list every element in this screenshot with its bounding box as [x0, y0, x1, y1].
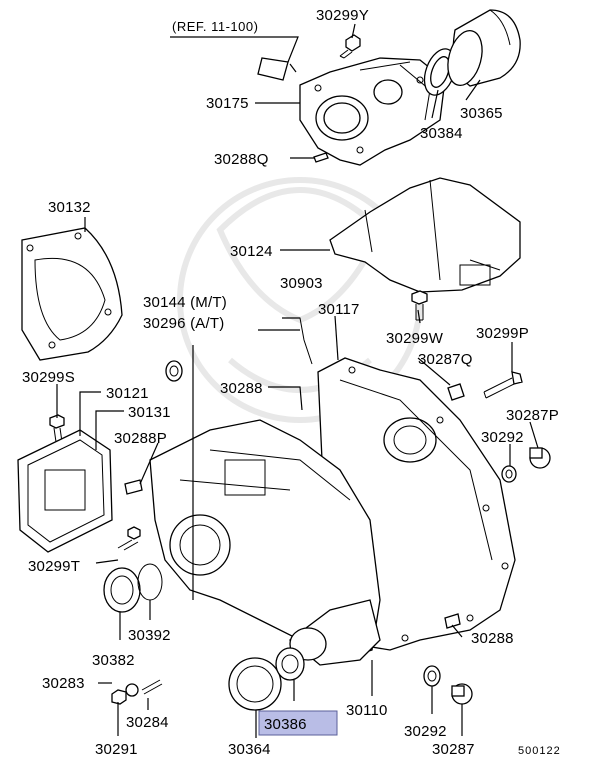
label-30299S[interactable]: 30299S [22, 369, 75, 386]
label-30299W[interactable]: 30299W [386, 330, 444, 347]
label-30392[interactable]: 30392 [128, 627, 171, 644]
rear-case-30175 [299, 57, 446, 166]
ref-note: (REF. 11-100) [172, 19, 258, 34]
label-30131[interactable]: 30131 [128, 404, 171, 421]
parts-drawing [17, 9, 551, 711]
drawing-number: 500122 [518, 745, 561, 757]
label-30287Q[interactable]: 30287Q [418, 351, 473, 368]
bolt-30299W [411, 290, 428, 321]
cover-30365 [447, 9, 521, 87]
seal-30382 [103, 567, 141, 613]
label-30288b[interactable]: 30288 [471, 630, 514, 647]
label-30287[interactable]: 30287 [432, 741, 475, 758]
highlight-box [258, 710, 338, 736]
label-30124[interactable]: 30124 [230, 243, 273, 260]
label-30287P[interactable]: 30287P [506, 407, 559, 424]
ring-30392 [137, 563, 163, 601]
label-30288Q[interactable]: 30288Q [214, 151, 269, 168]
label-30292[interactable]: 30292 [481, 429, 524, 446]
label-30132[interactable]: 30132 [48, 199, 91, 216]
bolt-30299Y [339, 34, 361, 59]
washer-30292 [501, 465, 517, 483]
label-30365[interactable]: 30365 [460, 105, 503, 122]
label-30291[interactable]: 30291 [95, 741, 138, 758]
label-30384[interactable]: 30384 [420, 125, 463, 142]
ref-shaft-piece [257, 57, 289, 81]
washer-30292b [423, 665, 441, 687]
pin-30288Q [313, 152, 329, 163]
clip-30903 [283, 317, 313, 365]
label-30144[interactable]: 30144 (M/T) [143, 294, 227, 311]
gasket-30132 [21, 227, 123, 361]
label-30288[interactable]: 30288 [220, 380, 263, 397]
label-30299T[interactable]: 30299T [28, 558, 80, 575]
bolt-30299T [117, 526, 141, 551]
leader-lines [56, 23, 539, 738]
plug-30144 [165, 360, 183, 382]
seal-30386 [275, 647, 305, 681]
plug-30287Q [447, 383, 465, 401]
label-30296[interactable]: 30296 (A/T) [143, 315, 224, 332]
label-30283[interactable]: 30283 [42, 675, 85, 692]
plug-30287 [451, 683, 473, 705]
label-30110[interactable]: 30110 [346, 702, 388, 719]
case-30110 [149, 419, 381, 666]
label-30292b[interactable]: 30292 [404, 723, 447, 740]
labels: (REF. 11-100) 30299Y 30175 30384 30365 3… [22, 7, 561, 758]
pin-30288P [124, 479, 143, 495]
cover-plate-30121 [17, 429, 113, 553]
bracket-30124 [329, 177, 521, 293]
label-30117[interactable]: 30117 [318, 301, 360, 318]
boot-30364 [228, 657, 282, 711]
label-30299Y[interactable]: 30299Y [316, 7, 369, 24]
label-30284[interactable]: 30284 [126, 714, 169, 731]
pin-30288b [444, 613, 461, 629]
label-30382[interactable]: 30382 [92, 652, 135, 669]
label-30175[interactable]: 30175 [206, 95, 249, 112]
label-30386[interactable]: 30386 [264, 716, 307, 733]
plug-30287P [529, 447, 551, 469]
label-30299P[interactable]: 30299P [476, 325, 529, 342]
bolt-30299S [49, 414, 65, 443]
stud-30284 [111, 679, 163, 705]
label-30288P[interactable]: 30288P [114, 430, 167, 447]
label-30364[interactable]: 30364 [228, 741, 271, 758]
label-30121[interactable]: 30121 [106, 385, 149, 402]
label-30903[interactable]: 30903 [280, 275, 323, 292]
bolt-30299P [483, 371, 523, 399]
